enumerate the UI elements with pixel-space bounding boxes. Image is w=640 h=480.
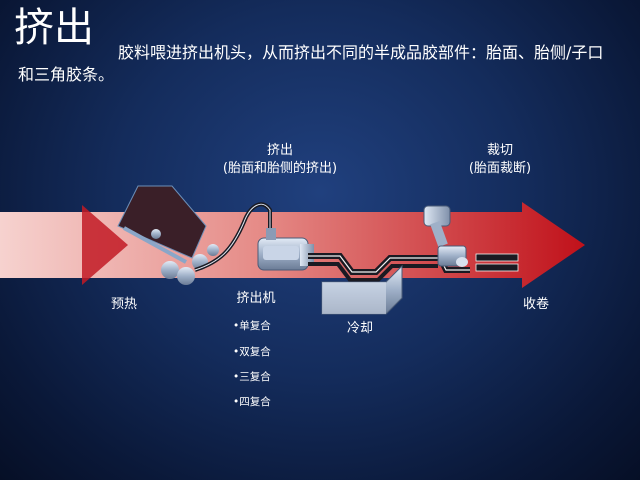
extruder-type-item: •四复合 (233, 396, 271, 408)
cooling-label: 冷却 (346, 321, 373, 336)
extruder-type-item: •三复合 (233, 371, 271, 383)
extrusion-step-title: 挤出 (266, 143, 293, 158)
cutting-step-desc: (胎面裁断) (468, 161, 532, 176)
extruder-type-item: •单复合 (233, 320, 271, 332)
extruder-machine (257, 228, 314, 271)
extruder-type-item: •双复合 (233, 346, 271, 358)
extruder-label: 挤出机 (236, 291, 276, 306)
winding-label: 收卷 (522, 297, 549, 312)
feed-rollers (151, 229, 219, 285)
preheat-chevron (82, 205, 128, 285)
page-title: 挤出 (14, 5, 94, 51)
feed-hopper (117, 185, 207, 264)
preheat-label: 预热 (110, 297, 137, 312)
intro-text: 胶料喂进挤出机头，从而挤出不同的半成品胶部件：胎面、胎侧/子口和三角胶条。 (18, 43, 604, 84)
cutter-machine (423, 205, 468, 267)
extrusion-step-desc: (胎面和胎侧的挤出) (222, 161, 338, 176)
cut-strips (475, 253, 519, 272)
cooling-tank (321, 264, 403, 315)
cutting-step-title: 裁切 (486, 143, 513, 158)
